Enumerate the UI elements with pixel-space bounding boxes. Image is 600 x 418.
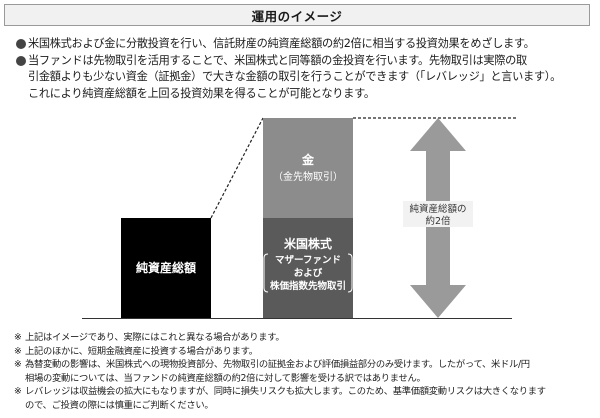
footnote-line: 為替変動の影響は、米国株式への現物投資部分、先物取引の証拠金および評価損益部分の… <box>25 359 530 371</box>
bullet-line: これにより純資産総額を上回る投資効果を得ることが可能となります。 <box>28 86 375 100</box>
footnote-line: 相場の変動については、当ファンドの純資産総額の約2倍に対して影響を受ける訳ではあ… <box>25 372 426 384</box>
section-header: 運用のイメージ <box>4 4 590 26</box>
gold-sub-label: （金先物取引） <box>273 170 343 183</box>
footnote-line: レバレッジは収益機会の拡大にもなりますが、同時に損失リスクも拡大します。このため… <box>25 386 546 398</box>
net-assets-label: 純資産総額 <box>136 260 196 275</box>
bullet-line: 引金額よりも少ない資金（証拠金）で大きな金額の取引を行うことができます（「レバレ… <box>28 70 561 84</box>
bullet-dot-icon <box>16 39 26 49</box>
us-equity-sub-line2: および <box>294 267 323 279</box>
footnote-mark: ※ <box>14 386 22 398</box>
footnote-mark: ※ <box>14 332 22 343</box>
footnotes: ※ 上記はイメージであり、実際にはこれと異なる場合があります。 ※ 上記のほかに… <box>14 331 594 413</box>
bracket-left-icon <box>263 253 269 293</box>
us-equity-label: 米国株式 <box>284 236 332 251</box>
net-assets-bar <box>121 218 211 318</box>
gold-label: 金 <box>301 152 315 167</box>
arrow-label-box <box>403 201 473 227</box>
footnote: ※ 為替変動の影響は、米国株式への現物投資部分、先物取引の証拠金および評価損益部… <box>14 358 594 385</box>
footnote: ※ 上記のほかに、短期金融資産に投資する場合があります。 <box>14 345 594 359</box>
bullet-dot-icon <box>16 56 26 67</box>
footnote-mark: ※ <box>14 359 22 371</box>
dashed-connector-left <box>210 117 264 219</box>
leverage-diagram: 純資産総額 金 （金先物取引） 米国株式 マザーファンド および 株価指数先物取… <box>82 117 518 319</box>
us-equity-sub-line1: マザーファンド <box>275 255 341 266</box>
us-equity-sub-line3: 株価指数先物取引 <box>270 280 346 292</box>
bullet-line: 米国株式および金に分散投資を行い、信託財産の純資産総額の約2倍に相当する投資効果… <box>28 37 535 50</box>
bullet-item: 当ファンドは先物取引を活用することで、米国株式と同等額の金投資を行います。先物取… <box>16 53 596 102</box>
bullet-line: 当ファンドは先物取引を活用することで、米国株式と同等額の金投資を行います。先物取… <box>28 54 527 68</box>
bullet-list: 米国株式および金に分散投資を行い、信託財産の純資産総額の約2倍に相当する投資効果… <box>16 36 596 103</box>
footnote-line: ので、ご投資の際には慎重にご判断ください。 <box>25 399 214 411</box>
footnote: ※ 上記はイメージであり、実際にはこれと異なる場合があります。 <box>14 331 594 345</box>
gold-segment <box>263 118 353 218</box>
arrow-label-line1: 純資産総額の <box>409 203 466 215</box>
section-title: 運用のイメージ <box>251 8 343 24</box>
us-equity-segment <box>263 218 353 318</box>
bracket-right-icon <box>347 253 353 293</box>
arrow-label-line2: 約2倍 <box>425 215 451 227</box>
bullet-item: 米国株式および金に分散投資を行い、信託財産の純資産総額の約2倍に相当する投資効果… <box>16 36 596 52</box>
footnote-mark: ※ <box>14 345 22 357</box>
footnote: ※ レバレッジは収益機会の拡大にもなりますが、同時に損失リスクも拡大します。この… <box>14 385 594 412</box>
footnote-line: 上記はイメージであり、実際にはこれと異なる場合があります。 <box>25 332 285 343</box>
footnote-line: 上記のほかに、短期金融資産に投資する場合があります。 <box>25 345 258 357</box>
